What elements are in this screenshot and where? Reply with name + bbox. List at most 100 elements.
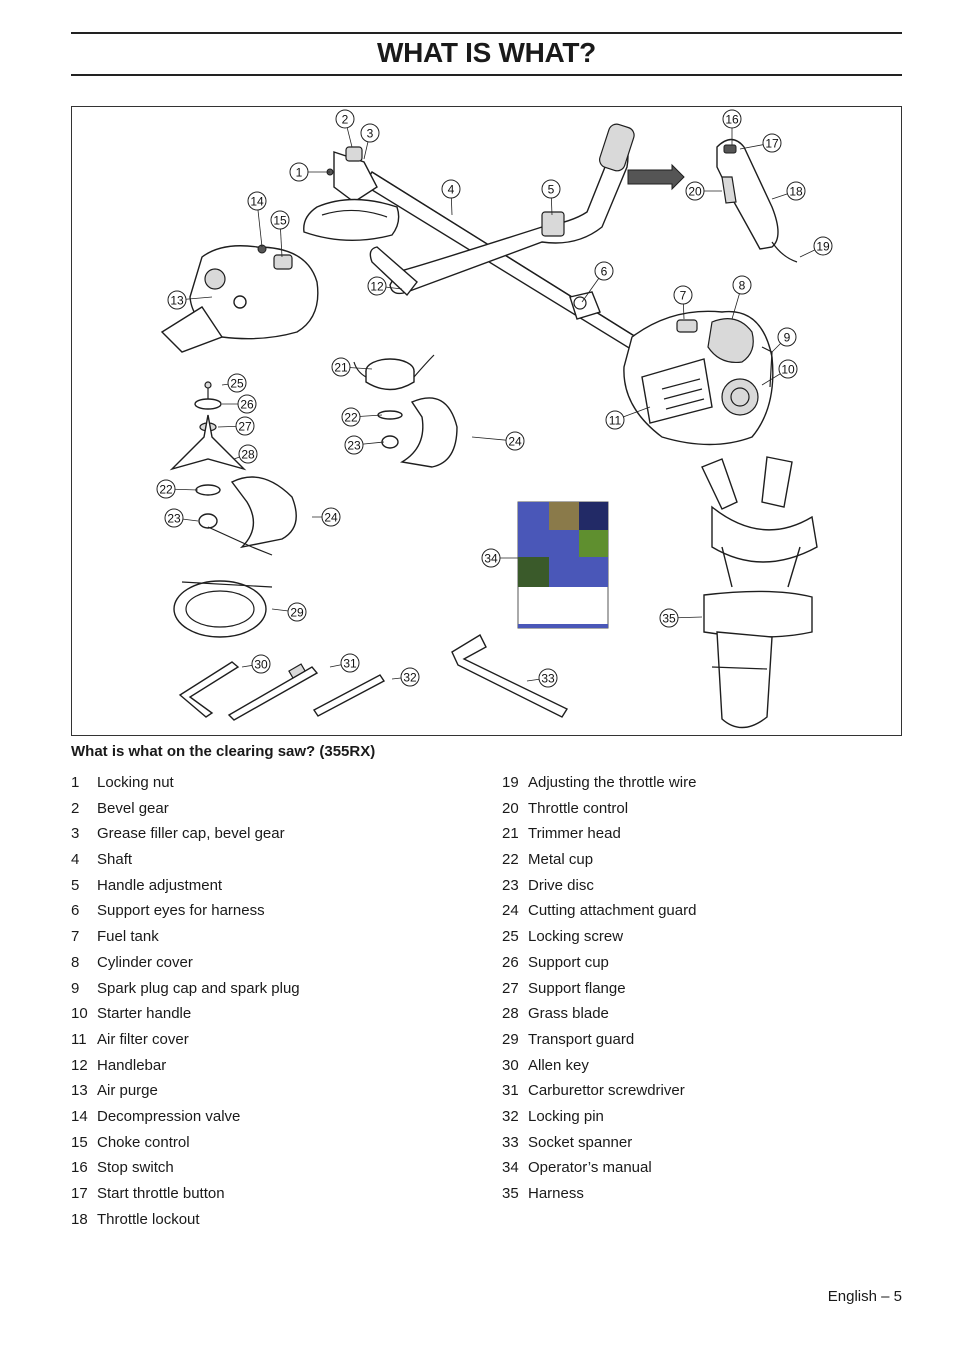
part-number: 11	[71, 1030, 87, 1048]
callout-2: 2	[335, 109, 355, 129]
callout-12: 12	[367, 276, 387, 296]
part-number: 20	[502, 799, 519, 817]
callout-4: 4	[441, 179, 461, 199]
callout-number: 19	[816, 240, 830, 254]
callout-number: 5	[548, 183, 555, 197]
part-number: 16	[71, 1159, 88, 1177]
part-label: Throttle control	[528, 799, 629, 817]
engine-drawing	[623, 310, 774, 446]
part-number: 3	[71, 825, 80, 843]
part-number: 4	[71, 851, 80, 869]
part-label: Bevel gear	[97, 799, 169, 817]
part-number: 5	[71, 876, 80, 894]
part-number: 13	[71, 1082, 88, 1100]
callout-number: 29	[290, 606, 304, 620]
operators-manual-drawing	[517, 501, 609, 629]
part-number: 18	[71, 1210, 88, 1228]
part-label: Support eyes for harness	[97, 902, 265, 920]
callout-number: 4	[448, 183, 455, 197]
callout-number: 3	[367, 127, 374, 141]
callout-14: 14	[247, 191, 267, 211]
throttle-handle-drawing	[627, 138, 798, 263]
callout-number: 18	[789, 185, 803, 199]
part-number: 32	[502, 1107, 519, 1125]
callout-number: 6	[601, 265, 608, 279]
part-number: 9	[71, 979, 80, 997]
callout-13: 13	[167, 290, 187, 310]
part-number: 21	[502, 825, 519, 843]
part-label: Transport guard	[528, 1030, 635, 1048]
harness-drawing	[701, 456, 818, 729]
callout-11: 11	[605, 410, 625, 430]
part-label: Locking nut	[97, 774, 174, 791]
part-label: Cylinder cover	[97, 953, 193, 971]
part-number: 1	[71, 774, 80, 791]
callout-31: 31	[340, 653, 360, 673]
callout-number: 16	[725, 113, 739, 127]
parts-list-item: 15 Choke control	[71, 1130, 300, 1156]
callout-29: 29	[287, 602, 307, 622]
callout-32: 32	[400, 667, 420, 687]
part-label: Throttle lockout	[97, 1210, 200, 1228]
part-label: Starter handle	[97, 1005, 192, 1023]
callout-number: 2	[342, 113, 349, 127]
callout-21: 21	[331, 357, 351, 377]
part-number: 35	[502, 1185, 519, 1202]
part-label: Choke control	[97, 1133, 190, 1151]
callout-number: 12	[370, 280, 384, 294]
part-label: Support cup	[528, 953, 609, 971]
callout-number: 7	[680, 289, 687, 303]
part-label: Grease filler cap, bevel gear	[97, 825, 285, 843]
part-number: 23	[502, 876, 519, 894]
callout-number: 30	[254, 658, 268, 672]
bevel-gear-drawing	[303, 146, 400, 241]
callout-number: 26	[240, 398, 254, 412]
trimmer-head-drawing	[353, 354, 458, 468]
parts-list-item: 20 Throttle control	[502, 796, 696, 822]
callout-number: 25	[230, 377, 244, 391]
blade-assembly-drawing	[169, 381, 297, 556]
part-number: 8	[71, 953, 80, 971]
engine-detail-drawing	[160, 244, 319, 353]
callout-22: 22	[156, 479, 176, 499]
part-label: Carburettor screwdriver	[528, 1082, 685, 1100]
handlebar-drawing	[369, 123, 635, 297]
callout-number: 1	[296, 166, 303, 180]
part-number: 30	[502, 1056, 519, 1074]
callout-number: 23	[347, 439, 361, 453]
part-label: Allen key	[528, 1056, 589, 1074]
part-label: Trimmer head	[528, 825, 621, 843]
callout-27: 27	[235, 416, 255, 436]
callout-number: 15	[273, 214, 287, 228]
callout-10: 10	[778, 359, 798, 379]
parts-list-item: 18 Throttle lockout	[71, 1207, 300, 1233]
callout-number: 22	[344, 411, 358, 425]
callout-number: 14	[250, 195, 264, 209]
page-footer: English – 5	[827, 1288, 902, 1305]
header-rule-bottom	[71, 74, 902, 76]
callout-number: 10	[781, 363, 795, 377]
callout-5: 5	[541, 179, 561, 199]
part-number: 28	[502, 1005, 519, 1023]
callout-number: 22	[159, 483, 173, 497]
parts-list-item: 8 Cylinder cover	[71, 950, 300, 976]
support-bracket-drawing	[569, 291, 601, 320]
tools-drawing	[178, 634, 569, 721]
part-number: 15	[71, 1133, 88, 1151]
